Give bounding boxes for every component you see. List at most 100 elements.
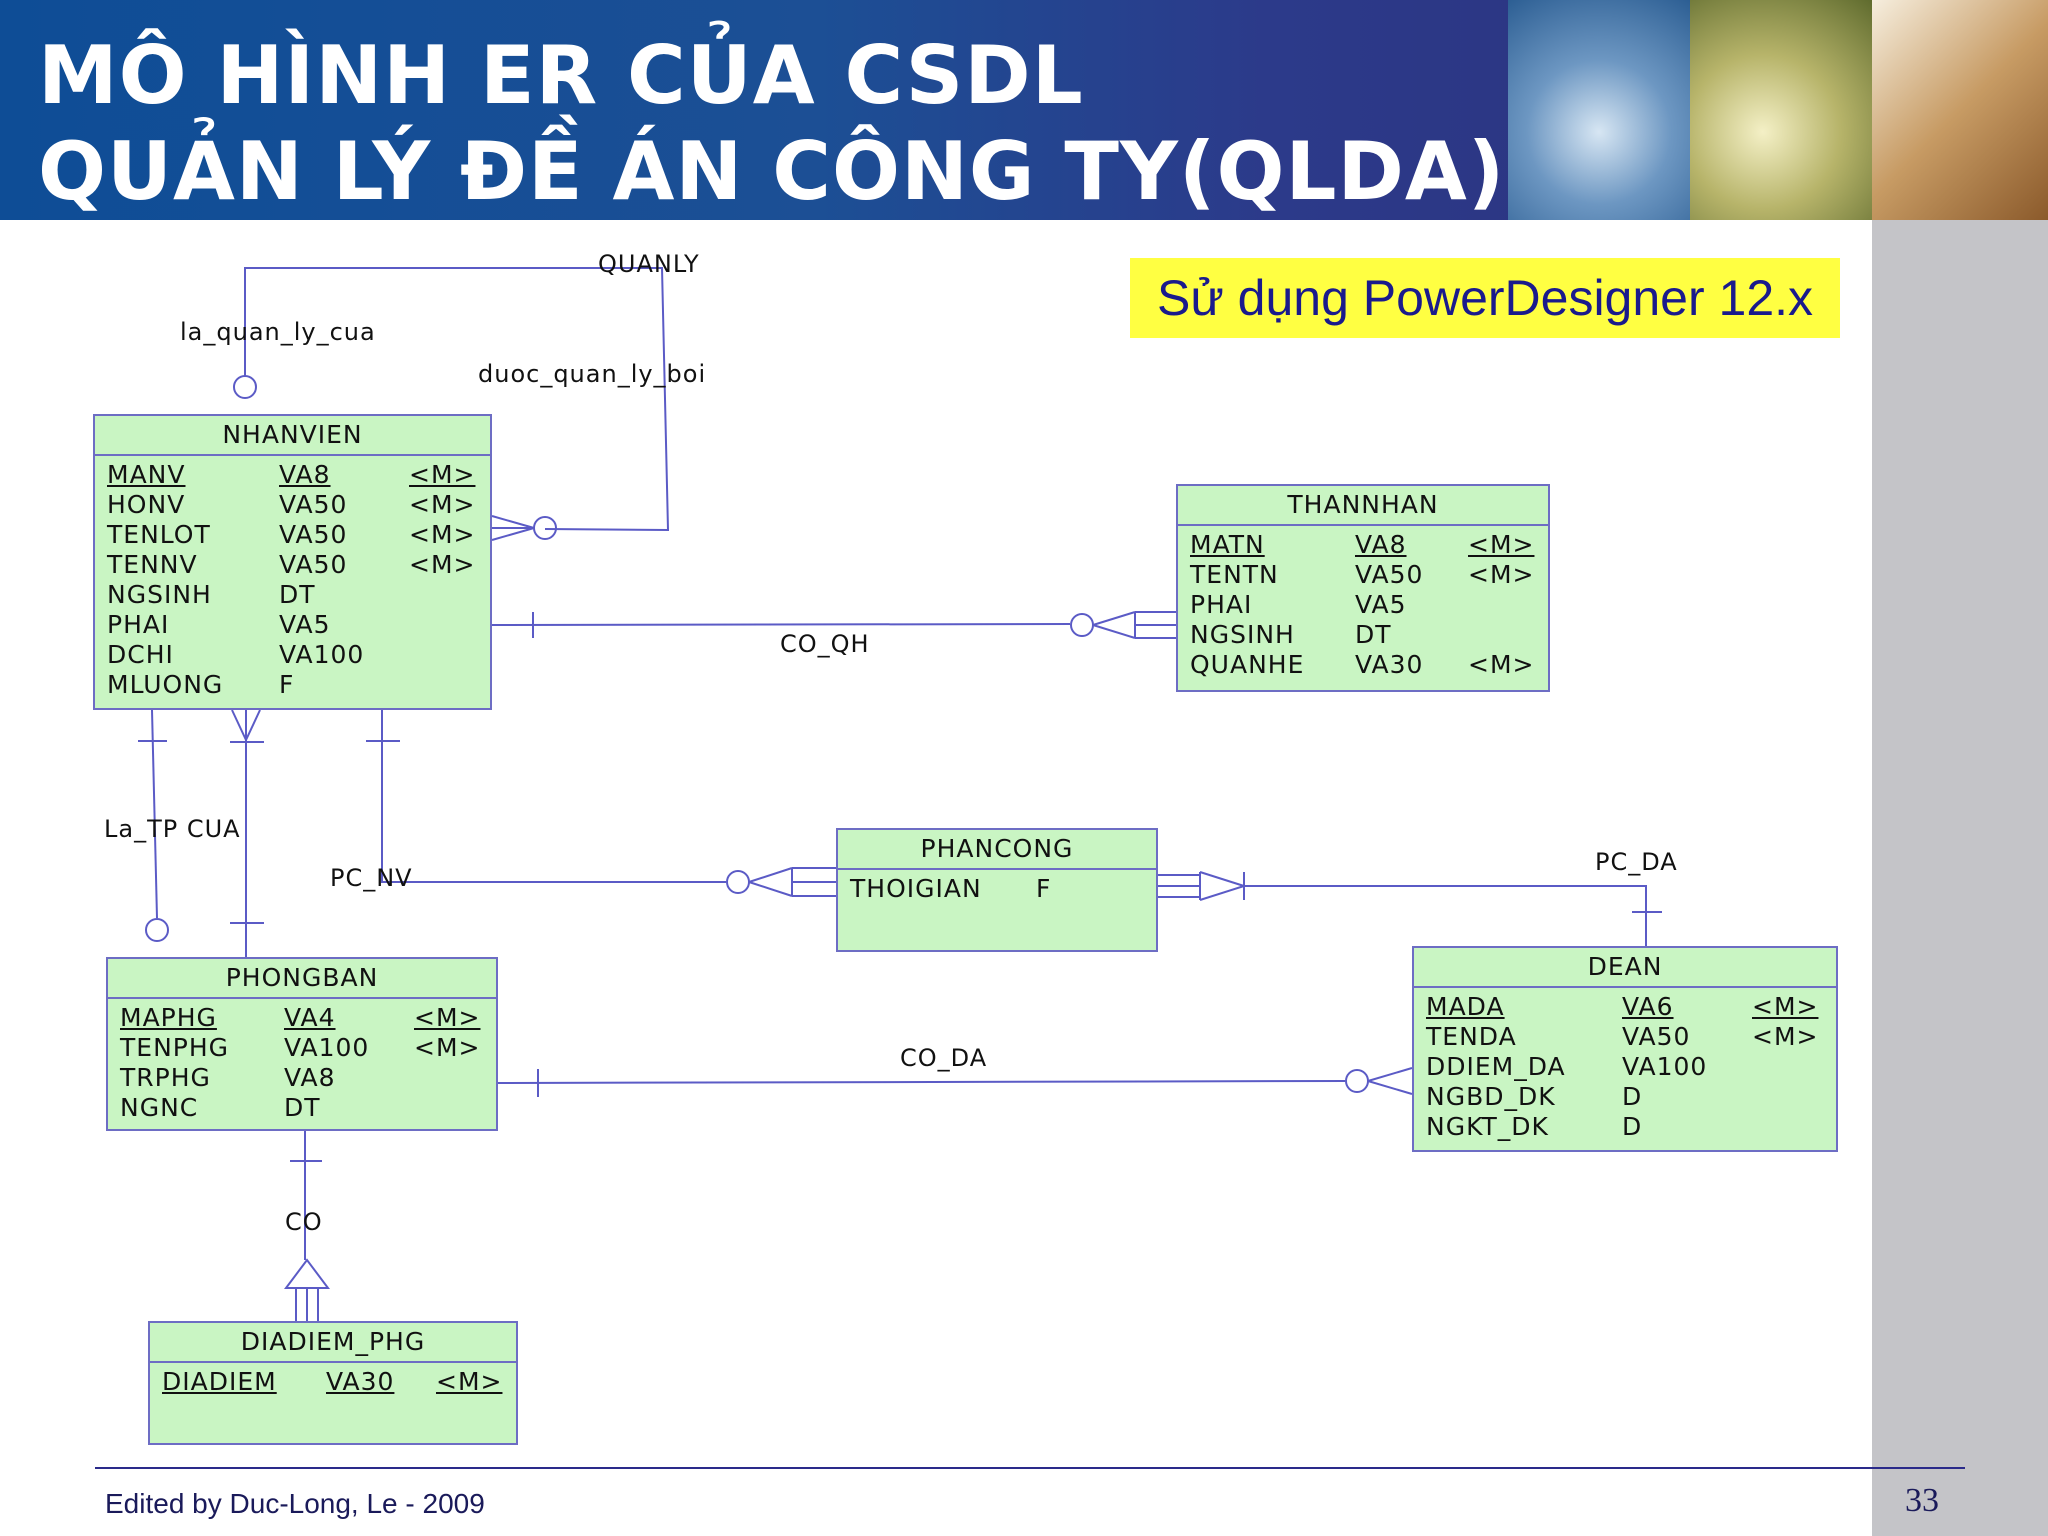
attribute-type: VA4 (284, 1003, 336, 1032)
attribute-name: TENNV (107, 550, 198, 579)
fountain-pen-image (1872, 0, 2048, 220)
entity-name: PHONGBAN (108, 959, 496, 999)
entity-name: NHANVIEN (95, 416, 490, 456)
attribute-row: NGNC DT (120, 1093, 496, 1123)
attribute-name: NGBD_DK (1426, 1082, 1556, 1111)
rel-label-co: CO (285, 1208, 323, 1236)
attribute-type: DT (1355, 620, 1392, 649)
attribute-mandatory: <M> (414, 1003, 481, 1032)
attribute-row: MATN VA8 <M> (1190, 530, 1548, 560)
attribute-name: NGKT_DK (1426, 1112, 1549, 1141)
attribute-type: VA8 (1355, 530, 1407, 559)
attribute-mandatory: <M> (414, 1033, 481, 1062)
entity-name: PHANCONG (838, 830, 1156, 870)
attribute-row: TENPHG VA100 <M> (120, 1033, 496, 1063)
attribute-row: HONV VA50 <M> (107, 490, 490, 520)
attribute-type: F (1036, 874, 1052, 903)
attribute-name: TENDA (1426, 1022, 1517, 1051)
attribute-name: NGNC (120, 1093, 199, 1122)
rel-label-co-qh: CO_QH (780, 630, 870, 658)
pc-nv-connector (366, 710, 836, 897)
attribute-row: NGBD_DK D (1426, 1082, 1836, 1112)
footer-divider (95, 1467, 1965, 1469)
attribute-mandatory: <M> (1468, 530, 1535, 559)
co-da-connector (497, 1067, 1413, 1097)
attribute-name: HONV (107, 490, 186, 519)
attribute-name: MATN (1190, 530, 1265, 559)
attribute-type: VA6 (1622, 992, 1674, 1021)
attribute-type: VA50 (279, 490, 348, 519)
attribute-row: TENDA VA50 <M> (1426, 1022, 1836, 1052)
right-side-bar (1872, 220, 2048, 1536)
title-line-1: MÔ HÌNH ER CỦA CSDL (38, 29, 1084, 122)
attribute-name: TRPHG (120, 1063, 211, 1092)
attribute-name: NGSINH (107, 580, 212, 609)
attribute-row: TENTN VA50 <M> (1190, 560, 1548, 590)
co-qh-connector (491, 611, 1176, 639)
attribute-name: DIADIEM (162, 1367, 277, 1396)
nhanvien-phongban-connector (230, 709, 264, 957)
la-tp-cua-connector (138, 709, 169, 942)
attribute-mandatory: <M> (1752, 1022, 1819, 1051)
attribute-name: TENTN (1190, 560, 1279, 589)
attribute-name: TENPHG (120, 1033, 230, 1062)
attribute-type: VA100 (284, 1033, 370, 1062)
attribute-name: MLUONG (107, 670, 224, 699)
attribute-type: DT (284, 1093, 321, 1122)
attribute-name: THOIGIAN (850, 874, 982, 903)
entity-phancong[interactable]: PHANCONG THOIGIAN F (836, 828, 1158, 952)
attribute-row: TRPHG VA8 (120, 1063, 496, 1093)
attribute-type: VA50 (279, 520, 348, 549)
clock-keyboard-image (1508, 0, 1690, 220)
rel-label-co-da: CO_DA (900, 1044, 988, 1072)
rel-label-la-tp-cua: La_TP CUA (104, 815, 241, 843)
calculator-image (1690, 0, 1872, 220)
attribute-list: THOIGIAN F (838, 870, 1156, 904)
attribute-mandatory: <M> (1468, 650, 1535, 679)
attribute-type: VA100 (1622, 1052, 1708, 1081)
attribute-name: MANV (107, 460, 186, 489)
attribute-type: VA8 (284, 1063, 336, 1092)
rel-label-duoc-quan-ly-boi: duoc_quan_ly_boi (478, 360, 707, 388)
attribute-type: VA8 (279, 460, 331, 489)
attribute-mandatory: <M> (1468, 560, 1535, 589)
attribute-type: D (1622, 1082, 1643, 1111)
attribute-name: DCHI (107, 640, 174, 669)
attribute-type: VA30 (326, 1367, 395, 1396)
header-photo-strip (1508, 0, 2048, 220)
attribute-type: VA100 (279, 640, 365, 669)
entity-name: DEAN (1414, 948, 1836, 988)
attribute-row: THOIGIAN F (850, 874, 1156, 904)
quanly-connector (233, 267, 670, 541)
title-line-2: QUẢN LÝ ĐỀ ÁN CÔNG TY(QLDA) (38, 125, 1506, 218)
title-bar: MÔ HÌNH ER CỦA CSDL QUẢN LÝ ĐỀ ÁN CÔNG T… (0, 0, 2048, 220)
attribute-type: VA30 (1355, 650, 1424, 679)
attribute-type: VA50 (1355, 560, 1424, 589)
footer-credit: Edited by Duc-Long, Le - 2009 (105, 1488, 485, 1519)
co-connector (284, 1130, 330, 1321)
rel-label-quanly: QUANLY (598, 250, 700, 278)
powerdesigner-note: Sử dụng PowerDesigner 12.x (1130, 258, 1840, 338)
attribute-mandatory: <M> (409, 490, 476, 519)
attribute-type: DT (279, 580, 316, 609)
attribute-type: VA50 (1622, 1022, 1691, 1051)
attribute-mandatory: <M> (409, 520, 476, 549)
